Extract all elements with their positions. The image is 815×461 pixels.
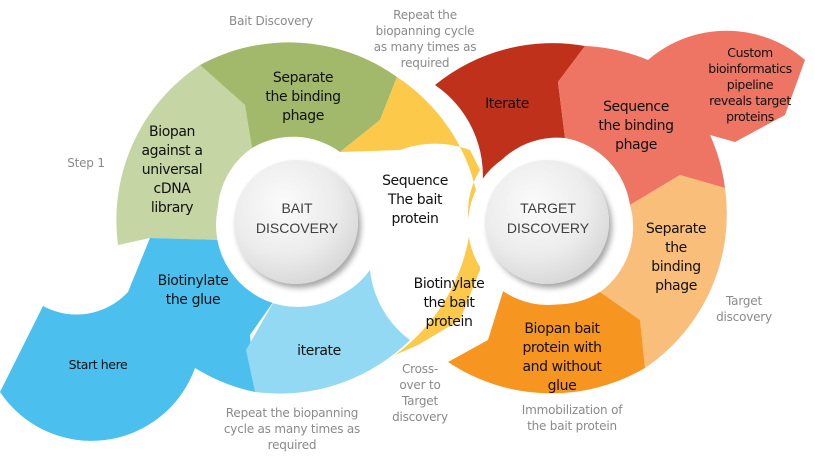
text-line: discovery bbox=[392, 410, 448, 424]
text-line: Biotinylate bbox=[158, 273, 229, 289]
text-line: required bbox=[268, 438, 317, 452]
label-biotinylate-bait: Biotinylate the bait protein bbox=[414, 276, 485, 330]
text-line: Start here bbox=[69, 357, 128, 372]
text-line: Sequence bbox=[382, 173, 448, 189]
text-line: cDNA bbox=[154, 181, 192, 197]
text-line: Biopan bait bbox=[524, 321, 600, 337]
label-iterate-bait: iterate bbox=[297, 343, 341, 359]
text-line: proteins bbox=[726, 109, 774, 124]
text-line: Separate bbox=[646, 221, 706, 237]
bait-hub-disc bbox=[234, 160, 358, 284]
target-hub-line2: DISCOVERY bbox=[507, 220, 590, 236]
segment-sequence-binding-target[interactable] bbox=[558, 30, 805, 205]
text-line: glue bbox=[548, 378, 577, 394]
segment-separate-binding-target[interactable] bbox=[600, 175, 727, 368]
segment-iterate-target[interactable] bbox=[435, 43, 585, 190]
text-line: universal bbox=[142, 162, 202, 178]
text-line: against a bbox=[141, 143, 202, 159]
segment-biopan-universal[interactable] bbox=[116, 65, 252, 245]
label-separate-binding-target: Separate the binding phage bbox=[646, 221, 706, 294]
label-start-here: Start here bbox=[69, 357, 128, 372]
text-line: binding bbox=[651, 259, 700, 275]
text-line: as many times as bbox=[374, 40, 477, 54]
caption-immobilization: Immobilization of the bait protein bbox=[522, 403, 623, 433]
text-line: phage bbox=[615, 137, 657, 153]
bait-hub-line2: DISCOVERY bbox=[256, 220, 339, 236]
segment-sequence-bait[interactable] bbox=[340, 77, 481, 355]
text-line: cycle as many times as bbox=[224, 422, 360, 436]
label-separate-binding-bait: Separate the binding phage bbox=[265, 70, 340, 124]
text-line: bioinformatics bbox=[708, 61, 791, 76]
text-line: Bait Discovery bbox=[229, 14, 313, 28]
text-line: protein bbox=[426, 314, 473, 330]
text-line: the binding bbox=[265, 89, 340, 105]
text-line: phage bbox=[282, 108, 324, 124]
text-line: Repeat the bbox=[393, 8, 457, 22]
text-line: Repeat the biopanning bbox=[226, 406, 358, 420]
text-line: iterate bbox=[297, 343, 341, 359]
caption-repeat-top: Repeat the biopanning cycle as many times … bbox=[374, 8, 477, 70]
text-line: Target bbox=[725, 294, 762, 308]
text-line: Custom bbox=[727, 45, 773, 60]
text-line: biopanning cycle bbox=[376, 24, 475, 38]
caption-crossover: Cross-over to Target discovery bbox=[392, 362, 448, 424]
text-line: Iterate bbox=[485, 96, 529, 112]
segment-biotinylate-glue[interactable] bbox=[0, 238, 276, 441]
text-line: phage bbox=[655, 278, 697, 294]
segment-iterate-bait[interactable] bbox=[246, 270, 410, 394]
caption-target-discovery: Target discovery bbox=[716, 294, 772, 324]
text-line: the bait bbox=[423, 295, 475, 311]
text-line: Step 1 bbox=[67, 156, 105, 170]
text-line: Sequence bbox=[603, 99, 669, 115]
label-biotinylate-glue: Biotinylate the glue bbox=[158, 273, 229, 308]
text-line: Separate bbox=[273, 70, 333, 86]
label-biopan-universal: Biopan against a universal cDNA library bbox=[141, 124, 202, 216]
target-hub-line1: TARGET bbox=[520, 200, 576, 216]
text-line: the glue bbox=[166, 292, 221, 308]
text-line: Biotinylate bbox=[414, 276, 485, 292]
text-line: and without bbox=[522, 359, 602, 375]
target-ring bbox=[435, 30, 805, 394]
text-line: The bait bbox=[387, 192, 443, 208]
bait-hub[interactable]: BAIT DISCOVERY bbox=[234, 160, 358, 284]
target-hub-disc bbox=[485, 160, 609, 284]
text-line: over to bbox=[399, 378, 440, 392]
segment-labels: Start here Biotinylate the glue Biopan aga… bbox=[69, 45, 792, 394]
bait-hub-line1: BAIT bbox=[281, 200, 313, 216]
text-line: protein bbox=[392, 211, 439, 227]
text-line: Target bbox=[401, 394, 438, 408]
text-line: pipeline bbox=[727, 77, 774, 92]
text-line: the binding bbox=[598, 118, 673, 134]
caption-repeat-bottom: Repeat the biopanning cycle as many times… bbox=[224, 406, 360, 452]
text-line: the bait protein bbox=[527, 419, 617, 433]
label-biopan-bait: Biopan bait protein with and without glue bbox=[522, 321, 602, 394]
text-line: Biopan bbox=[149, 124, 195, 140]
text-line: the bbox=[665, 240, 687, 256]
segment-separate-binding-bait[interactable] bbox=[200, 42, 397, 152]
text-line: library bbox=[151, 200, 193, 216]
caption-step1: Step 1 bbox=[67, 156, 105, 170]
text-line: Immobilization of bbox=[522, 403, 623, 417]
text-line: protein with bbox=[522, 340, 601, 356]
text-line: required bbox=[401, 56, 450, 70]
text-line: discovery bbox=[716, 310, 772, 324]
label-iterate-target: Iterate bbox=[485, 96, 529, 112]
captions: Bait Discovery Step 1 Repeat the biopanni… bbox=[67, 8, 772, 452]
target-hub[interactable]: TARGET DISCOVERY bbox=[485, 160, 609, 284]
segment-biopan-bait[interactable] bbox=[448, 285, 645, 394]
caption-bait-discovery: Bait Discovery bbox=[229, 14, 313, 28]
bait-ring bbox=[0, 42, 481, 441]
text-line: Cross- bbox=[402, 362, 438, 376]
label-sequence-binding-target: Sequence the binding phage bbox=[598, 99, 673, 153]
text-line: reveals target bbox=[709, 93, 791, 108]
